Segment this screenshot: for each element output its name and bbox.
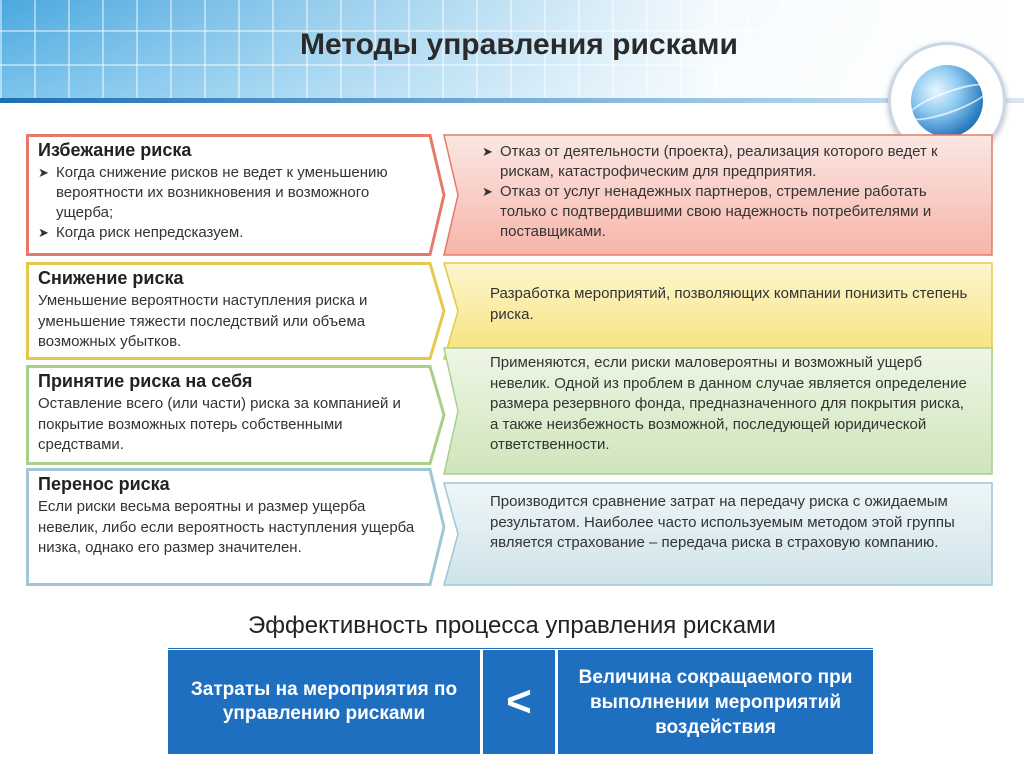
method-heading: Снижение риска: [38, 268, 184, 288]
method-condition: Если риски весьма вероятны и размер ущер…: [38, 498, 415, 556]
page-title: Методы управления рисками: [300, 28, 738, 61]
card-frame: [26, 262, 446, 360]
method-row-avoidance: Избежание риска ➤Когда снижение рисков н…: [26, 134, 993, 256]
method-condition: Уменьшение вероятности наступления риска…: [38, 292, 368, 350]
method-description-reduction: Разработка мероприятий, позволяющих комп…: [443, 262, 993, 360]
card-frame: [26, 365, 446, 465]
description-bg: [443, 482, 993, 586]
chevron-right-icon: ➤: [38, 165, 49, 180]
description-bg: [443, 347, 993, 475]
list-item: ➤Когда снижение рисков не ведет к уменьш…: [38, 164, 388, 221]
method-card-transfer: Перенос риска Если риски весьма вероятны…: [26, 468, 446, 586]
less-than-sign: <: [483, 650, 555, 754]
globe-icon: [911, 65, 983, 137]
method-description-acceptance: Применяются, если риски маловероятны и в…: [443, 347, 993, 475]
method-row-reduction: Снижение риска Уменьшение вероятности на…: [26, 262, 993, 360]
description-bg: [443, 134, 993, 256]
list-item: ➤Отказ от услуг ненадежных партнеров, ст…: [482, 183, 932, 240]
method-description-avoidance: ➤Отказ от деятельности (проекта), реализ…: [443, 134, 993, 256]
divider: [168, 648, 873, 650]
chevron-right-icon: ➤: [482, 144, 493, 159]
method-heading: Принятие риска на себя: [38, 371, 253, 391]
header-banner: [0, 0, 1024, 100]
method-row-transfer: Перенос риска Если риски весьма вероятны…: [26, 468, 993, 586]
card-frame: [26, 468, 446, 586]
costs-box: Затраты на мероприятия по управлению рис…: [168, 650, 480, 754]
list-item: ➤Отказ от деятельности (проекта), реализ…: [482, 143, 938, 180]
method-description-transfer: Производится сравнение затрат на передач…: [443, 482, 993, 586]
method-heading: Перенос риска: [38, 474, 170, 494]
reduced-impact-box: Величина сокращаемого при выполнении мер…: [558, 650, 873, 754]
card-frame: [26, 134, 446, 256]
list-item: ➤Когда риск непредсказуем.: [38, 224, 244, 241]
header-divider: [0, 98, 1024, 103]
method-card-reduction: Снижение риска Уменьшение вероятности на…: [26, 262, 446, 360]
chevron-right-icon: ➤: [38, 225, 49, 240]
method-card-avoidance: Избежание риска ➤Когда снижение рисков н…: [26, 134, 446, 256]
method-card-acceptance: Принятие риска на себя Оставление всего …: [26, 365, 446, 465]
method-condition: Оставление всего (или части) риска за ко…: [38, 395, 401, 453]
method-row-acceptance: Принятие риска на себя Оставление всего …: [26, 347, 993, 475]
chevron-right-icon: ➤: [482, 184, 493, 199]
method-heading: Избежание риска: [38, 140, 192, 160]
method-description: Разработка мероприятий, позволяющих комп…: [490, 285, 968, 323]
efficiency-title: Эффективность процесса управления рискам…: [248, 612, 776, 639]
method-description: Производится сравнение затрат на передач…: [490, 493, 955, 551]
method-description: Применяются, если риски маловероятны и в…: [490, 354, 967, 453]
